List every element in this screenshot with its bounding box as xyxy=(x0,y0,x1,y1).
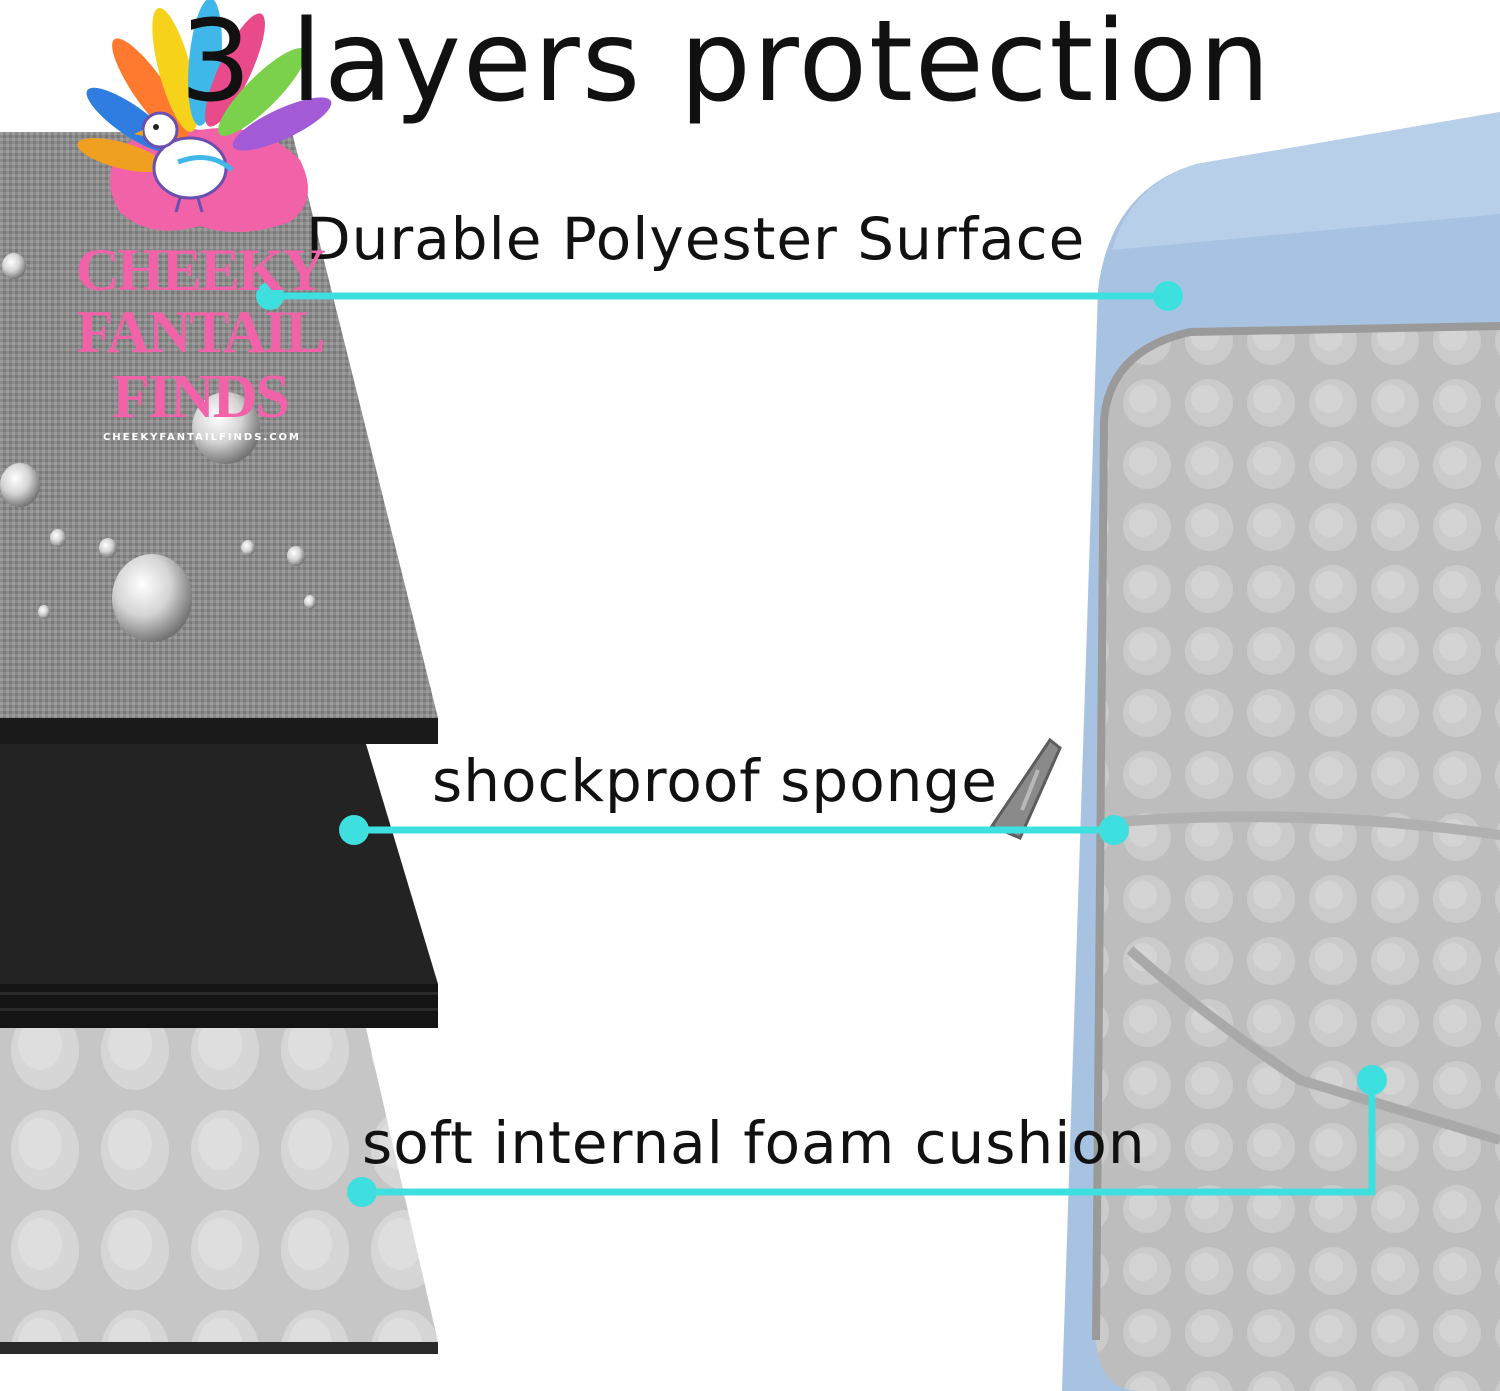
sleeve-top-flap-shade xyxy=(1112,112,1500,250)
label-shockproof-sponge: shockproof sponge xyxy=(432,747,998,815)
leader-lines xyxy=(256,281,1387,1207)
fabric-edge xyxy=(0,718,438,744)
foam-cushion-layer xyxy=(0,1028,438,1342)
marker-sponge-end xyxy=(1099,815,1129,845)
laptop-sleeve xyxy=(989,112,1500,1391)
inner-pocket-seam xyxy=(1126,946,1500,1145)
logo-word-fantail: FANTAIL xyxy=(76,299,325,365)
material-layers xyxy=(0,132,438,1354)
label-polyester-surface: Durable Polyester Surface xyxy=(306,205,1086,273)
headline: 3 layers protection xyxy=(180,0,1272,127)
zipper-pull-icon xyxy=(989,737,1062,840)
logo-url: CHEEKYFANTAILFINDS.COM xyxy=(102,432,302,443)
label-foam-cushion: soft internal foam cushion xyxy=(362,1109,1146,1177)
sponge-edge xyxy=(0,984,438,1028)
marker-surface-end xyxy=(1153,281,1183,311)
marker-sponge-start xyxy=(339,815,369,845)
cheeky-fantail-logo xyxy=(77,0,332,233)
foam-edge xyxy=(0,1342,438,1354)
sleeve-inner-lining xyxy=(1096,326,1500,1391)
water-droplets-icon xyxy=(0,253,316,642)
logo-word-cheeky: CHEEKY xyxy=(75,237,326,303)
shockproof-sponge-layer xyxy=(0,744,438,984)
marker-foam-start xyxy=(347,1177,377,1207)
zipper-seam xyxy=(1092,322,1500,1341)
logo-word-finds: FINDS xyxy=(111,363,290,431)
leader-line-foam xyxy=(358,1076,1376,1196)
foam-fold-edge xyxy=(1104,811,1500,840)
marker-foam-end xyxy=(1357,1065,1387,1095)
marker-surface-start xyxy=(256,282,284,310)
feather-fan-icon xyxy=(77,0,332,172)
bird-icon xyxy=(134,111,234,213)
